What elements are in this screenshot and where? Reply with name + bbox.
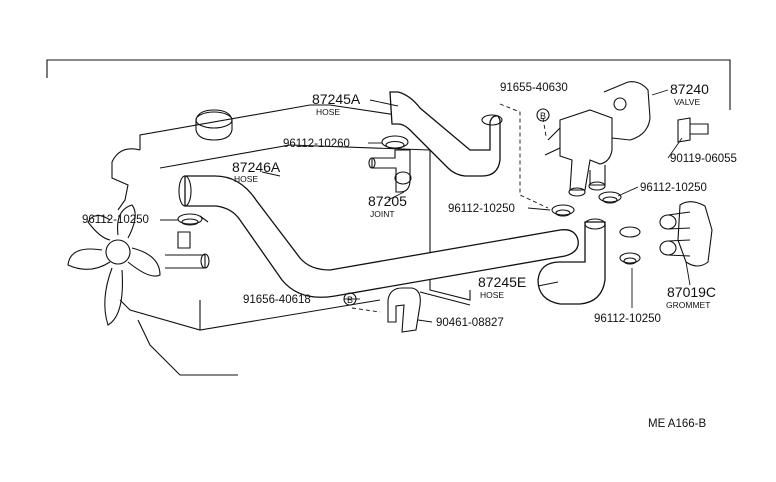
part-number: 87240: [670, 81, 709, 97]
part-number: 91656-40618: [243, 294, 311, 306]
joint-87205: [368, 149, 412, 193]
part-number: 87019C: [667, 284, 716, 300]
part-number: 87245A: [312, 91, 361, 107]
grommet-87019c: [659, 201, 713, 267]
leader-lines: [160, 89, 691, 323]
part-number: 96112-10250: [82, 214, 149, 226]
part-number: 87245E: [478, 274, 526, 290]
valve-87240: [544, 81, 651, 197]
hose-87245a: [389, 91, 501, 177]
diagram-code: ME A166-B: [648, 418, 706, 430]
bolt-90119-06055: [677, 117, 709, 143]
b-marker-text: B: [347, 295, 353, 305]
clamp-96112-10250-lower-right: [619, 226, 641, 265]
part-number: 96112-10260: [283, 138, 350, 150]
part-name: HOSE: [234, 174, 258, 184]
fan: [67, 204, 161, 326]
part-number: 90119-06055: [670, 153, 737, 165]
part-name: JOINT: [370, 209, 395, 219]
b-marker-clip: B: [343, 292, 357, 306]
part-name: VALVE: [674, 97, 700, 107]
clamp-96112-10250-upper-right: [598, 191, 622, 204]
b-marker-valve: B: [536, 108, 550, 122]
part-number: 96112-10250: [640, 182, 707, 194]
clip-90461-08827: [387, 287, 421, 333]
hose-87245e: [537, 221, 606, 305]
part-number: 90461-08827: [436, 317, 504, 329]
part-number: 96112-10250: [594, 313, 661, 325]
part-number: 96112-10250: [448, 203, 515, 215]
part-name: HOSE: [480, 290, 504, 300]
b-marker-text: B: [540, 111, 546, 121]
clamp-96112-10260: [381, 135, 409, 150]
clamp-96112-10250-mid: [551, 204, 575, 217]
part-name: HOSE: [316, 107, 340, 117]
part-number: 87246A: [232, 159, 281, 175]
hose-87246a: [184, 175, 579, 298]
part-number: 87205: [368, 193, 407, 209]
engine-block: [111, 104, 471, 376]
clamp-96112-10250-left: [177, 213, 209, 226]
part-number: 91655-40630: [500, 82, 568, 94]
part-name: GROMMET: [666, 300, 710, 310]
frame-line: [46, 59, 731, 110]
